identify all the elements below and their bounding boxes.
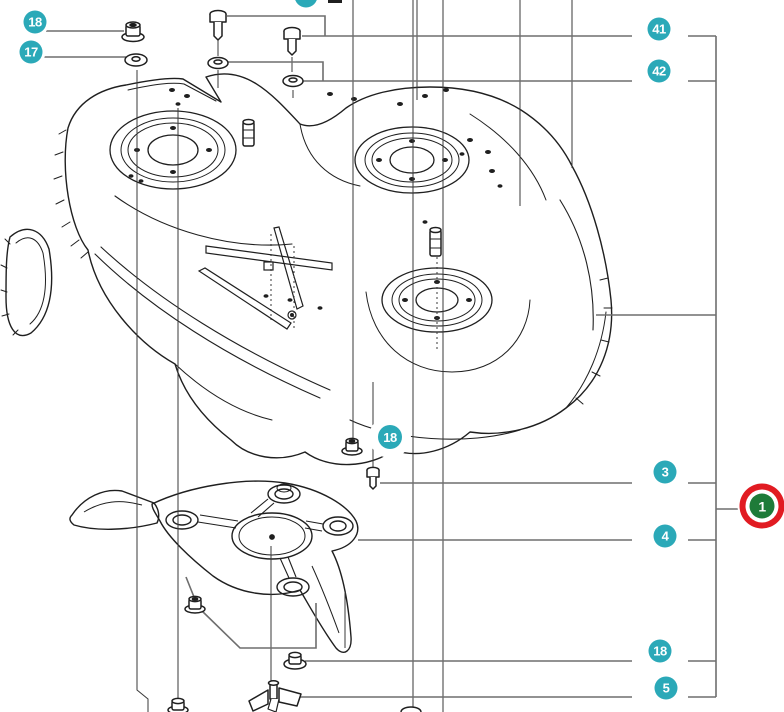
- axis-lines: [136, 0, 573, 712]
- callout-top-partial[interactable]: [294, 0, 318, 8]
- washer-2: [282, 74, 304, 88]
- flange-nut-bottom-edge: [167, 697, 189, 712]
- spacer-sleeve-2: [429, 226, 442, 257]
- callout-18-top-left[interactable]: 18: [23, 10, 47, 34]
- spindle-hub-right: [354, 126, 470, 194]
- leader-41: [227, 15, 716, 37]
- blade-carrier-plate-drawing: [69, 480, 359, 653]
- callout-41[interactable]: 41: [647, 17, 671, 41]
- leader-42: [228, 61, 716, 82]
- flange-nut-top-left: [121, 21, 145, 43]
- washer-bottom-partial: [400, 706, 422, 712]
- spacer-sleeve-1: [242, 118, 255, 147]
- cut-part-top-edge: [328, 0, 342, 3]
- crossed-blades-drawing: [197, 226, 333, 330]
- callout-18-center[interactable]: 18: [378, 425, 402, 449]
- shoulder-bolt: [366, 466, 380, 490]
- hex-bolt-2: [283, 26, 301, 56]
- leader-diag-into-nut: [185, 576, 195, 598]
- leader-lines: [44, 15, 740, 698]
- callout-18-bottom[interactable]: 18: [648, 639, 672, 663]
- callout-3[interactable]: 3: [653, 460, 677, 484]
- leader-nut-bottom-left: [200, 603, 317, 649]
- callout-42[interactable]: 42: [647, 59, 671, 83]
- washer-1: [207, 56, 229, 70]
- flange-nut-center: [341, 437, 363, 456]
- callout-4[interactable]: 4: [653, 524, 677, 548]
- deck-shell-drawing: [0, 73, 613, 466]
- callout-5[interactable]: 5: [654, 676, 678, 700]
- callout-17-left[interactable]: 17: [19, 40, 43, 64]
- spindle-hub-left: [109, 110, 237, 190]
- hex-bolt-1: [209, 9, 227, 41]
- blade-mounting-bolt: [248, 680, 302, 712]
- flange-nut-bottom-center: [283, 651, 307, 670]
- washer-top-left: [124, 53, 148, 67]
- callout-1-assembly[interactable]: 1: [749, 493, 775, 519]
- flange-nut-bottom-left: [184, 595, 206, 614]
